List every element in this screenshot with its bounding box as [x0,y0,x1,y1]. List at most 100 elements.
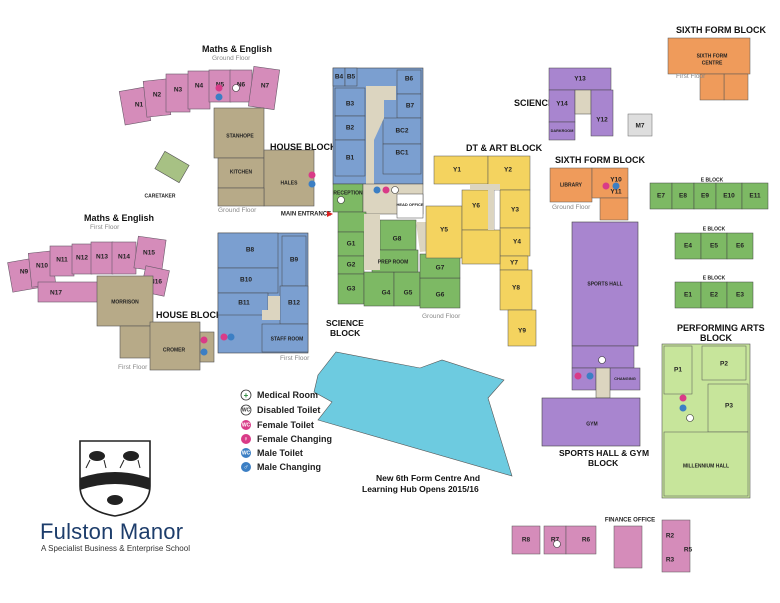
floor-label: Ground Floor [212,55,251,62]
room-gym[interactable] [541,397,641,447]
house-wc [199,331,215,363]
label-b8: B8 [246,247,255,254]
label-hales: HALES [281,180,299,186]
heading-dt-art: DT & ART BLOCK [466,143,543,153]
room-bc1[interactable] [382,143,422,175]
room-n4[interactable] [187,70,211,110]
room-y10[interactable] [591,167,629,199]
room-b9[interactable] [281,235,307,287]
medical-icon [240,389,252,401]
room-e6[interactable] [726,232,754,260]
room-reception[interactable] [332,183,364,213]
room-m7[interactable] [627,113,653,137]
room-b12[interactable] [279,285,309,325]
heading-sixth-form: SIXTH FORM BLOCK [555,155,645,165]
room-e4[interactable] [674,232,702,260]
heading-e-block: E BLOCK [703,275,726,281]
label-e5: E5 [710,243,718,250]
label-g5: G5 [404,290,413,297]
room-g5[interactable] [393,271,421,307]
room-cromer[interactable] [149,321,201,371]
label-y5: Y5 [440,227,448,234]
room-e10[interactable] [715,182,743,210]
room-e2[interactable] [700,281,728,309]
label-n9: N9 [20,269,29,276]
finance-office[interactable] [613,525,643,569]
room-sports-hall[interactable] [571,221,639,347]
label-y13: Y13 [574,76,586,83]
new-sixth-form-label-2: Learning Hub Opens 2015/16 [362,484,479,494]
label-g6: G6 [436,292,445,299]
room-n11[interactable] [49,245,75,277]
room-n3[interactable] [165,73,191,113]
label-millennium-hall: MILLENNIUM HALL [683,463,729,469]
label-r6: R6 [582,537,591,544]
floor-label: First Floor [90,224,120,231]
caretaker-building[interactable] [154,150,190,184]
room-y11[interactable] [599,197,629,221]
main-entrance-arrow-icon [327,211,333,217]
new-sixth-form-site[interactable] [313,351,513,477]
room-y12[interactable] [590,89,614,137]
corridor [595,367,611,399]
room-b5[interactable] [344,67,358,87]
room-g3[interactable] [337,273,365,305]
room-morrison[interactable] [96,275,154,327]
label-gym: GYM [586,421,597,427]
room-e1[interactable] [674,281,702,309]
room-y8[interactable] [499,269,533,311]
room-hales[interactable] [263,149,315,207]
room-p2[interactable] [701,345,747,381]
room-b7[interactable] [396,93,422,119]
room-g6[interactable] [419,277,461,309]
male-toilet-icon [227,333,235,341]
room-b3[interactable] [334,87,366,117]
room-staff-room[interactable] [261,323,309,353]
room-e5[interactable] [700,232,728,260]
heading-science-block-2: BLOCK [330,328,361,338]
room-b8[interactable] [217,232,279,269]
medical-icon-glyph: + [244,391,249,400]
room-b1[interactable] [334,139,366,177]
room-n17[interactable] [37,281,99,303]
label-sports-hall: SPORTS HALL [587,281,622,287]
room-sixth-form-centre[interactable] [667,37,751,75]
label-y7: Y7 [510,260,518,267]
sixth-form-annex [723,73,749,101]
room-r8[interactable] [511,525,541,555]
room-g8[interactable] [379,219,417,251]
room-b10[interactable] [217,267,279,294]
changing-left [571,367,597,391]
room-y9[interactable] [507,309,537,347]
room-y3[interactable] [499,189,531,229]
room-p1[interactable] [663,345,693,395]
legend-item-medical: + Medical Room [240,389,318,401]
label-r3: R3 [666,557,675,564]
room-library[interactable] [549,167,593,203]
room-y1[interactable] [433,155,489,185]
male-toilet-icon [373,186,381,194]
heading-performing-arts: PERFORMING ARTS [677,323,765,333]
room-r6[interactable] [565,525,597,555]
room-darkroom[interactable] [548,121,576,141]
heading-e-block: E BLOCK [701,177,724,183]
room-p3[interactable] [707,383,749,433]
disabled-toilet-icon [553,540,561,548]
room-e11[interactable] [741,182,769,210]
room-n14[interactable] [111,241,137,275]
heading-house-block-bottom: HOUSE BLOCK [156,310,223,320]
room-y5[interactable] [425,205,463,259]
legend-label: Male Changing [257,462,321,472]
room-head-office[interactable] [396,193,424,219]
label-b1: B1 [346,155,355,162]
heading-sports-gym-2: BLOCK [588,458,619,468]
label-y10: Y10 [610,177,622,184]
room-b6[interactable] [396,69,422,95]
room-e3[interactable] [726,281,754,309]
label-kitchen: KITCHEN [230,169,253,175]
main-entrance-label: MAIN ENTRANCE [281,212,331,218]
room-millennium-hall[interactable] [663,431,749,497]
room-r2-r3[interactable] [661,519,691,573]
room-g1[interactable] [337,231,365,257]
e-block-middle: E BLOCK E4 E5 E6 [674,226,754,260]
